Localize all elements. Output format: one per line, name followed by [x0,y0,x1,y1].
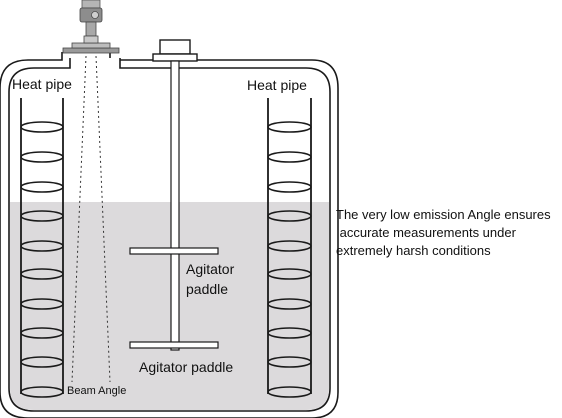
tank-outer-wall [0,52,339,418]
coil-ring [20,210,64,222]
heat-pipe-left [20,98,64,398]
agitator-paddle-lower [129,341,219,349]
agitator-paddle-upper-label-line1: Agitator [186,261,235,277]
beam-left-edge [71,55,87,383]
radar-beam [71,55,111,383]
agitator-mount-flange [152,53,198,62]
coil-ring [20,356,64,368]
sensor-port [91,11,99,19]
beam-angle-label: Beam Angle [67,385,126,397]
coil-ring [267,181,312,193]
liquid-level [10,202,329,410]
sensor-flange-top [71,42,111,49]
coil-ring [267,386,312,398]
coil-ring [20,121,64,133]
sensor-antenna [83,35,99,44]
radar-sensor [62,0,120,54]
sensor-neck [85,21,97,37]
coil-ring [267,151,312,163]
coil-ring [20,268,64,280]
coil-ring [267,356,312,368]
coil-ring [20,298,64,310]
coil-ring [267,298,312,310]
agitator-motor [159,39,191,55]
heat-pipe-right-label: Heat pipe [247,77,307,93]
coil-ring [267,327,312,339]
sensor-head [81,0,101,9]
agitator-paddle-lower-label: Agitator paddle [139,359,233,375]
coil-ring [20,327,64,339]
agitator-drive [152,39,198,62]
note-line-1: The very low emission Angle ensures [336,207,551,222]
heat-pipe-right [267,98,312,398]
coil-ring [267,268,312,280]
coil-ring [20,386,64,398]
agitator-paddle-upper [129,247,219,255]
heat-pipe-left-label: Heat pipe [12,76,72,92]
beam-right-edge [95,55,111,383]
coil-ring [267,121,312,133]
sensor-flange [62,47,120,54]
note-line-3: extremely harsh conditions [336,243,491,258]
coil-ring [267,240,312,252]
coil-ring [20,240,64,252]
coil-ring [20,151,64,163]
note-line-2: accurate measurements under [336,225,517,240]
coil-ring [20,181,64,193]
agitator-paddle-upper-label-line2: paddle [186,281,228,297]
agitator-shaft [170,60,180,351]
coil-ring [267,210,312,222]
